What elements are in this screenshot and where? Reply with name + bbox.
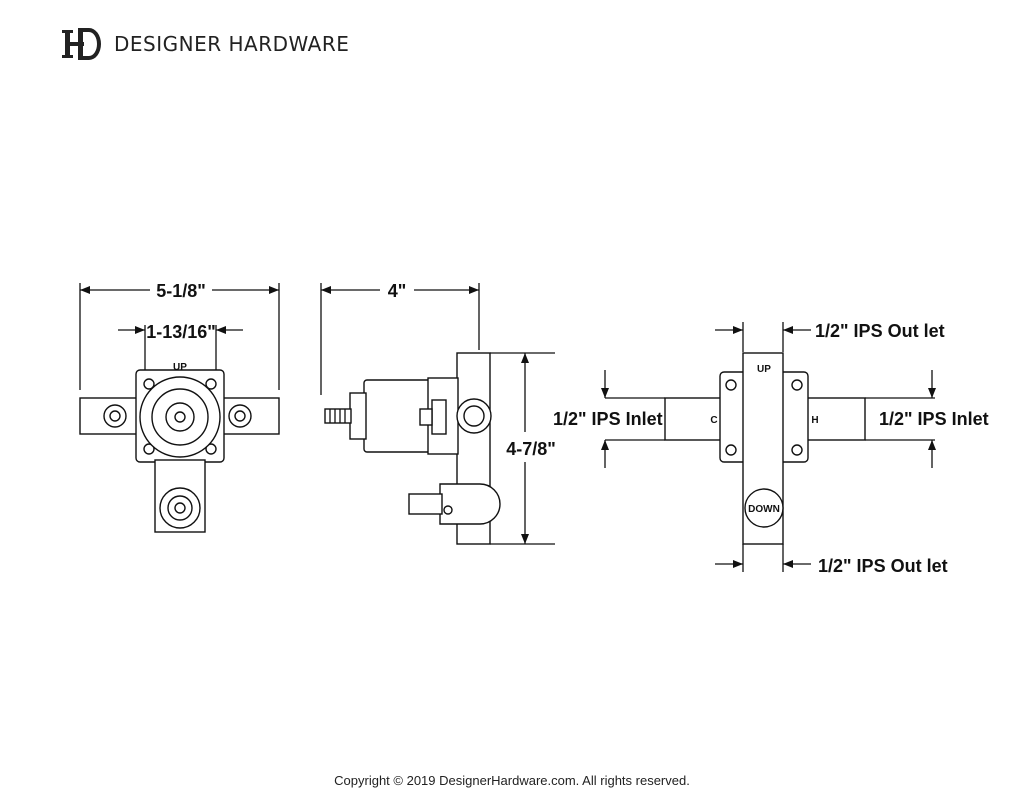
back-mount-hole-tl	[725, 379, 737, 391]
inlet-left-label: 1/2" IPS Inlet	[553, 409, 663, 429]
copyright-footer: Copyright © 2019 DesignerHardware.com. A…	[334, 773, 690, 788]
overall-width-label: 5-1/8"	[156, 281, 206, 301]
cartridge-stem	[174, 411, 186, 423]
front-up-label: UP	[173, 362, 187, 373]
outlet-top-label: 1/2" IPS Out let	[815, 321, 945, 341]
down-port	[744, 488, 784, 528]
hot-inlet-pipe	[801, 397, 866, 441]
lower-outlet-center	[174, 502, 186, 514]
back-mount-hole-tr	[791, 379, 803, 391]
left-nut-core	[109, 410, 121, 422]
right-nut-core	[234, 410, 246, 422]
designer-hardware-logo-icon	[62, 28, 101, 60]
mount-hole-tr	[205, 378, 217, 390]
hot-label: H	[811, 415, 818, 426]
inner-width-label: 1-13/16"	[146, 322, 216, 342]
side-lower-screw	[443, 505, 453, 515]
inlet-right-label: 1/2" IPS Inlet	[879, 409, 989, 429]
mount-hole-bl	[143, 443, 155, 455]
side-lower-stem	[408, 493, 443, 515]
side-nut	[431, 399, 447, 435]
back-up-label: UP	[757, 364, 771, 375]
height-label: 4-7/8"	[506, 439, 556, 459]
header: DESIGNER HARDWARE	[62, 26, 349, 62]
side-stem-housing	[349, 392, 367, 440]
side-lower-outlet	[439, 483, 501, 525]
back-mount-hole-bl	[725, 444, 737, 456]
mount-hole-tl	[143, 378, 155, 390]
cold-inlet-pipe	[664, 397, 726, 441]
cold-label: C	[710, 415, 717, 426]
outlet-bottom-label: 1/2" IPS Out let	[818, 556, 948, 576]
right-inlet-pipe	[217, 397, 280, 435]
depth-label: 4"	[388, 281, 407, 301]
brand-name: DESIGNER HARDWARE	[114, 32, 350, 56]
mount-hole-br	[205, 443, 217, 455]
side-view: 4" 4-7/8"	[320, 281, 556, 545]
back-down-label: DOWN	[748, 504, 780, 515]
front-view: 5-1/8" 1-13/16" UP	[79, 281, 280, 533]
back-mount-hole-br	[791, 444, 803, 456]
back-view: 1/2" IPS Out let 1/2" IPS Out let 1/2" I…	[553, 321, 989, 576]
side-nut-small	[419, 408, 433, 426]
side-inlet-bore	[463, 405, 485, 427]
side-stem	[324, 408, 352, 424]
